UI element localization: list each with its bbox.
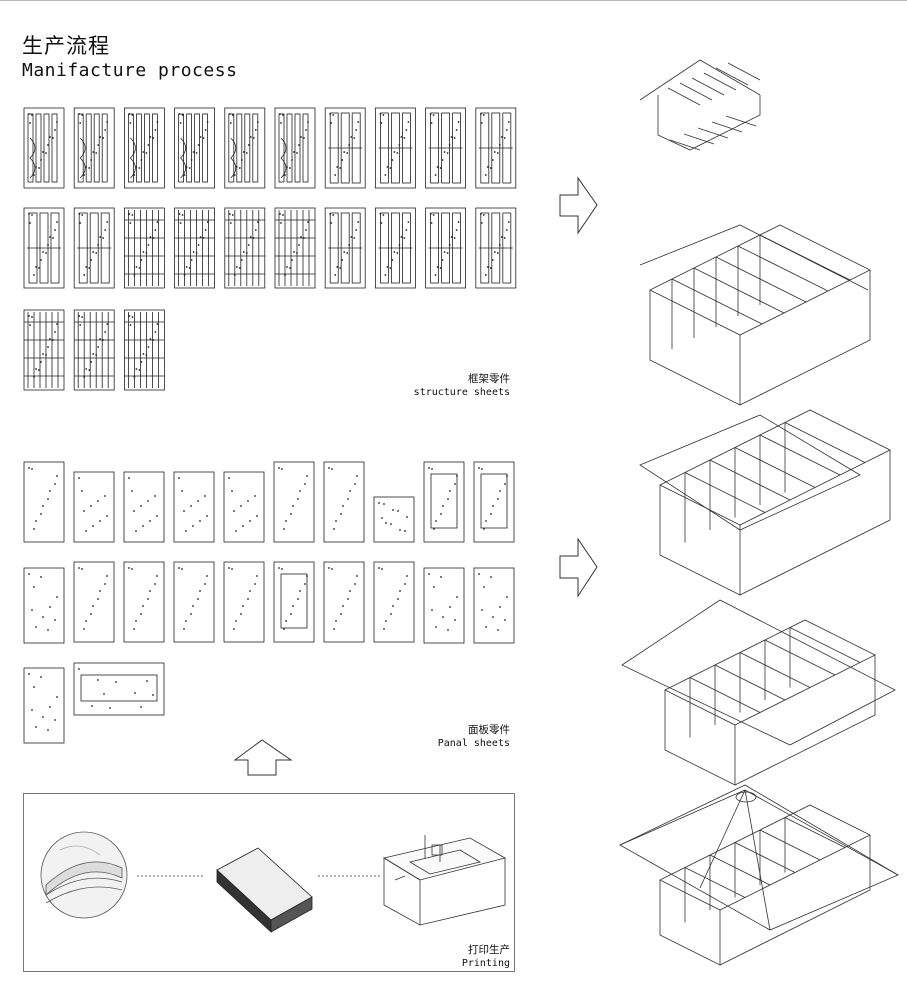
structure-sheet [174, 207, 216, 289]
structure-caption-cn: 框架零件 [468, 373, 510, 385]
printing-caption-cn: 打印生产 [468, 944, 510, 956]
panel-sheet [223, 471, 265, 543]
structure-sheet [274, 107, 316, 189]
finished-house-drawing [619, 784, 899, 966]
structure-sheet [73, 107, 115, 189]
panel-sheet [323, 461, 365, 543]
panel-sheet [373, 561, 415, 643]
title-chinese: 生产流程 [22, 34, 110, 58]
structure-sheet [23, 107, 65, 189]
structure-sheet [324, 107, 366, 189]
structure-sheet [174, 107, 216, 189]
panel-caption-en: Panal sheets [437, 738, 510, 749]
cnc-machine-icon [382, 835, 507, 926]
structure-sheet [324, 207, 366, 289]
frame-module-drawing [639, 59, 761, 151]
structure-sheet [73, 309, 115, 391]
panel-sheet [123, 471, 165, 543]
structure-sheet [224, 207, 266, 289]
arrow-up-icon [233, 739, 293, 776]
structure-sheet [23, 309, 65, 391]
printing-panel [23, 793, 515, 972]
panel-sheet [473, 567, 515, 644]
printing-caption: 打印生产 Printing [400, 944, 510, 970]
sheet-stack-icon [216, 847, 313, 933]
panel-caption: 面板零件 Panal sheets [400, 724, 510, 750]
panel-sheet [223, 561, 265, 643]
structure-sheet [374, 207, 416, 289]
title-english: Manifacture process [22, 60, 238, 81]
structure-sheet [124, 309, 165, 391]
panels-walls-drawing [639, 409, 891, 596]
panel-caption-cn: 面板零件 [468, 724, 510, 736]
panel-sheets-grid [23, 461, 515, 744]
panel-sheet [73, 561, 115, 643]
structure-sheet [475, 107, 517, 189]
panel-sheet [173, 561, 215, 643]
arrow-right-icon [559, 537, 598, 598]
structure-sheet [475, 207, 517, 289]
panel-sheet [123, 561, 165, 643]
panel-sheet [423, 567, 465, 644]
structure-sheet [374, 107, 416, 189]
structure-sheet [224, 107, 266, 189]
panel-sheet [423, 461, 465, 543]
structure-caption: 框架零件 structure sheets [400, 373, 510, 399]
panel-sheet [23, 567, 65, 644]
structure-sheet [274, 207, 316, 289]
panel-sheet [473, 461, 515, 543]
structure-sheet [425, 207, 467, 289]
structure-sheet [425, 107, 467, 189]
panel-sheet [173, 471, 215, 543]
panel-sheet [73, 662, 165, 716]
structure-caption-en: structure sheets [413, 387, 510, 398]
panel-sheet [323, 561, 365, 643]
panel-sheet [23, 461, 65, 543]
structure-sheet [124, 207, 165, 289]
structure-sheets-grid [23, 107, 517, 391]
panels-roof-drawing [621, 599, 896, 786]
panel-sheet [273, 561, 315, 643]
printing-caption-en: Printing [461, 958, 510, 969]
panel-sheet [73, 471, 115, 543]
panel-sheet [373, 496, 415, 543]
plywood-layers-icon [40, 831, 128, 919]
structure-sheet [23, 207, 65, 289]
arrow-right-icon [559, 176, 598, 235]
panel-sheet [273, 461, 315, 543]
structure-sheet [73, 207, 115, 289]
full-frame-drawing [639, 224, 871, 406]
panel-sheet [23, 667, 65, 744]
structure-sheet [124, 107, 165, 189]
